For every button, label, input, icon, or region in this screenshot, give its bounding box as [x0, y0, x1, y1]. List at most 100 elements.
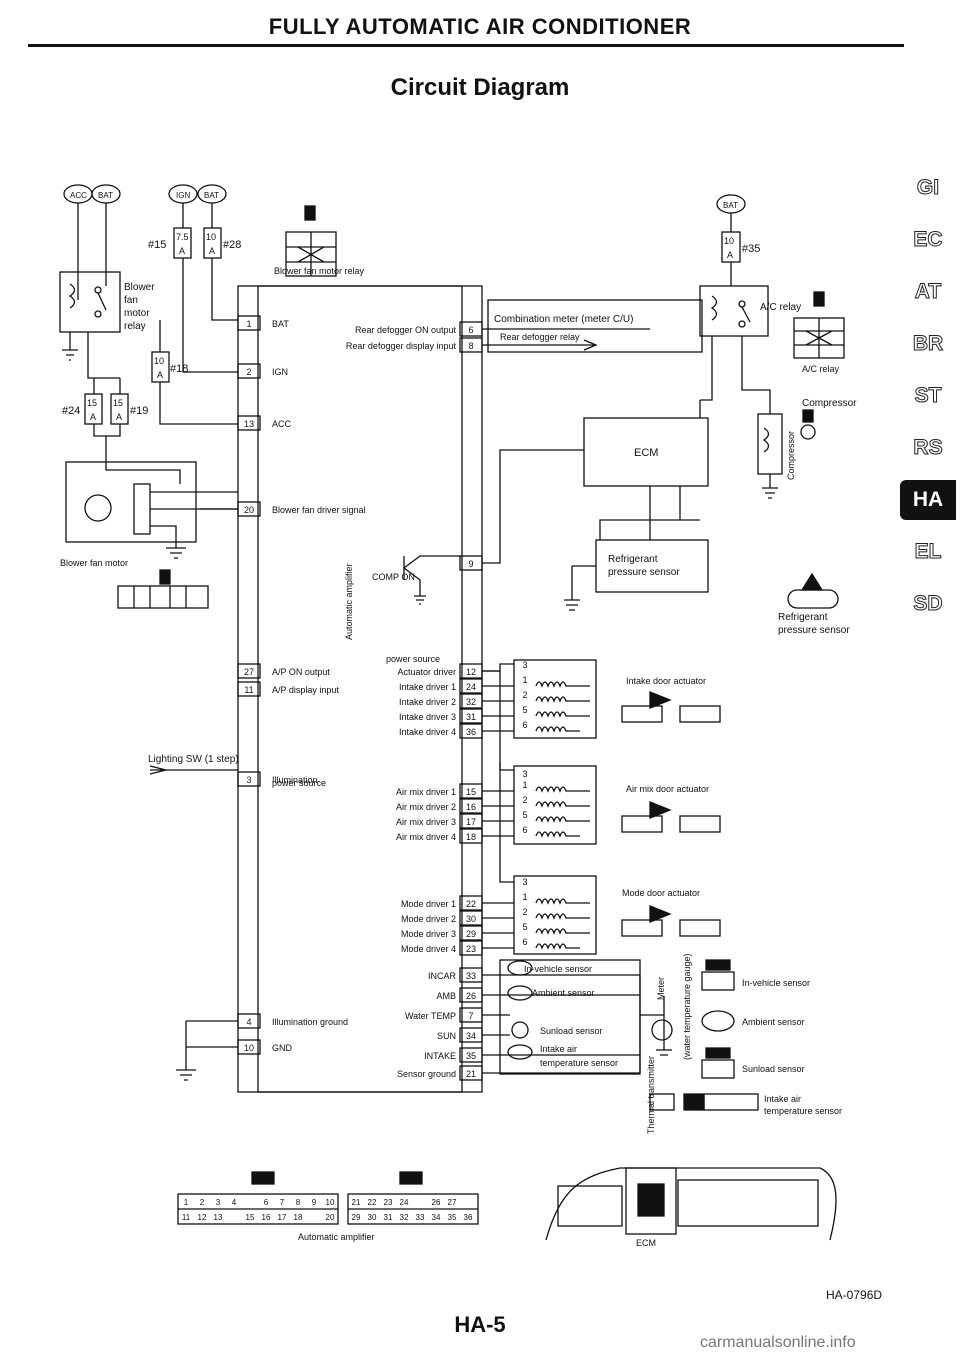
header-rule [28, 44, 904, 47]
actuator-pin-num: 6 [522, 720, 527, 730]
amp-right-pin-label: Actuator driver [397, 667, 456, 677]
fuse-24-num: #24 [62, 405, 80, 417]
comp-on-label: COMP ON [372, 572, 415, 582]
compressor-label: Compressor [802, 398, 857, 409]
amp-left-pin-num: 3 [246, 775, 251, 785]
amp-left-pin-num: 1 [246, 319, 251, 329]
amp-right-pin-num: 26 [466, 991, 476, 1001]
blower-relay-label-2: fan [124, 295, 138, 306]
sunload-connector [701, 1059, 735, 1079]
amp-right-pin-num: 17 [466, 817, 476, 827]
connector-pin-num: 16 [262, 1213, 271, 1222]
amp-right-pin-label: Intake driver 2 [399, 697, 456, 707]
amp-right-pin-label: Mode driver 2 [401, 914, 456, 924]
amp-right-pin-label: INCAR [428, 971, 457, 981]
bat-label: BAT [98, 191, 113, 200]
connector-pin-num: 29 [352, 1213, 361, 1222]
amp-left-pin-num: 27 [244, 667, 254, 677]
fuse-18-unit: A [157, 370, 163, 380]
incar-conn-label: In-vehicle sensor [742, 978, 810, 988]
tab-el[interactable]: EL [914, 540, 942, 564]
tab-st[interactable]: ST [914, 384, 942, 408]
amp-right-pin-label: Rear defogger display input [346, 341, 457, 351]
fuse-18-num: #18 [170, 363, 188, 375]
fuse-28-unit: A [209, 246, 215, 256]
intake-actuator-label: Intake door actuator [626, 676, 706, 686]
amp-right-pin-num: 6 [468, 325, 473, 335]
fuse-35-amp: 10 [724, 236, 734, 246]
blower-relay-label-4: relay [124, 321, 146, 332]
amp-right-pin-num: 33 [466, 971, 476, 981]
tab-sd[interactable]: SD [913, 592, 943, 616]
connector-pin-num: 26 [432, 1198, 441, 1207]
connector-pin-num: 1 [184, 1198, 189, 1207]
intake-connector-a [621, 705, 663, 723]
page-header-title: FULLY AUTOMATIC AIR CONDITIONER [268, 14, 692, 39]
amp-left-pin-label: Blower fan driver signal [272, 505, 366, 515]
actuator-pin-num: 5 [522, 922, 527, 932]
connector-pin-num: 24 [400, 1198, 409, 1207]
amp-right-pin-num: 23 [466, 944, 476, 954]
intake-air-sensor-label-1: Intake air [540, 1044, 577, 1054]
ign-label: IGN [176, 191, 190, 200]
connector-pin-num: 32 [400, 1213, 409, 1222]
mode-actuator-group [482, 870, 597, 955]
amp-right-pin-label: Intake driver 4 [399, 727, 456, 737]
actuator-pin-num: 2 [522, 690, 527, 700]
tab-rs[interactable]: RS [913, 436, 943, 460]
connector-pin-num: 34 [432, 1213, 441, 1222]
amp-right-pin-num: 16 [466, 802, 476, 812]
thermal-transmitter-symbol [651, 1019, 673, 1041]
amp-left-pin-label: Illumination ground [272, 1017, 348, 1027]
connector-pin-num: 22 [368, 1198, 377, 1207]
amp-right-pin-label: Mode driver 4 [401, 944, 456, 954]
fuse-19-num: #19 [130, 405, 148, 417]
actuator-pin-num: 1 [522, 892, 527, 902]
refrigerant-conn-label-2: pressure sensor [778, 625, 850, 636]
ecm-box [583, 417, 709, 487]
incar-connector [701, 971, 735, 991]
intake-air-connector [703, 1093, 759, 1111]
compressor-side-label: Compressor [786, 431, 796, 480]
amp-right-pin-label: Mode driver 3 [401, 929, 456, 939]
actuator-pin-num: 1 [522, 780, 527, 790]
mode-connector-b [679, 919, 721, 937]
sunload-sensor-symbol [511, 1021, 529, 1039]
tab-gi[interactable]: GI [916, 176, 940, 200]
diagram-title: Circuit Diagram [390, 74, 570, 101]
amp-right-pin-label: Intake driver 3 [399, 712, 456, 722]
actuator-pin-num: 5 [522, 810, 527, 820]
intake-air-sensor-symbol [507, 1044, 533, 1060]
sunload-conn-label: Sunload sensor [742, 1064, 805, 1074]
amp-left-pin-label: A/P ON output [272, 667, 330, 677]
amp-right-pin-label: SUN [437, 1031, 456, 1041]
blower-relay-body [59, 271, 121, 333]
amp-right-pin-label: Intake driver 1 [399, 682, 456, 692]
amp-left-pin-label: ACC [272, 419, 292, 429]
amp-connector-label: Automatic amplifier [298, 1232, 375, 1242]
tab-br[interactable]: BR [912, 332, 944, 356]
amp-right-pin-num: 24 [466, 682, 476, 692]
amp-right-pin-label: Air mix driver 4 [396, 832, 456, 842]
ambient-conn-label: Ambient sensor [742, 1017, 805, 1027]
amp-right-pin-label: AMB [436, 991, 456, 1001]
amp-right-pin-num: 9 [468, 559, 473, 569]
tab-ec[interactable]: EC [913, 228, 943, 252]
fuse-35-unit: A [727, 250, 733, 260]
connector-pin-num: 7 [280, 1198, 285, 1207]
intake-air-conn-label-1: Intake air [764, 1094, 801, 1104]
tab-ha[interactable]: HA [900, 480, 956, 520]
ac-relay-conn-label: A/C relay [802, 364, 840, 374]
connector-pin-num: 10 [326, 1198, 335, 1207]
bat-label-3: BAT [723, 201, 738, 210]
amp-right-pin-num: 36 [466, 727, 476, 737]
ac-relay-body [699, 285, 769, 337]
amp-right-pin-label: Air mix driver 2 [396, 802, 456, 812]
amp-right-pin-label: Sensor ground [397, 1069, 456, 1079]
tab-at[interactable]: AT [914, 280, 942, 304]
connector-pin-num: 21 [352, 1198, 361, 1207]
fuse-18-amp: 10 [154, 356, 164, 366]
actuator-pin-num: 2 [522, 907, 527, 917]
